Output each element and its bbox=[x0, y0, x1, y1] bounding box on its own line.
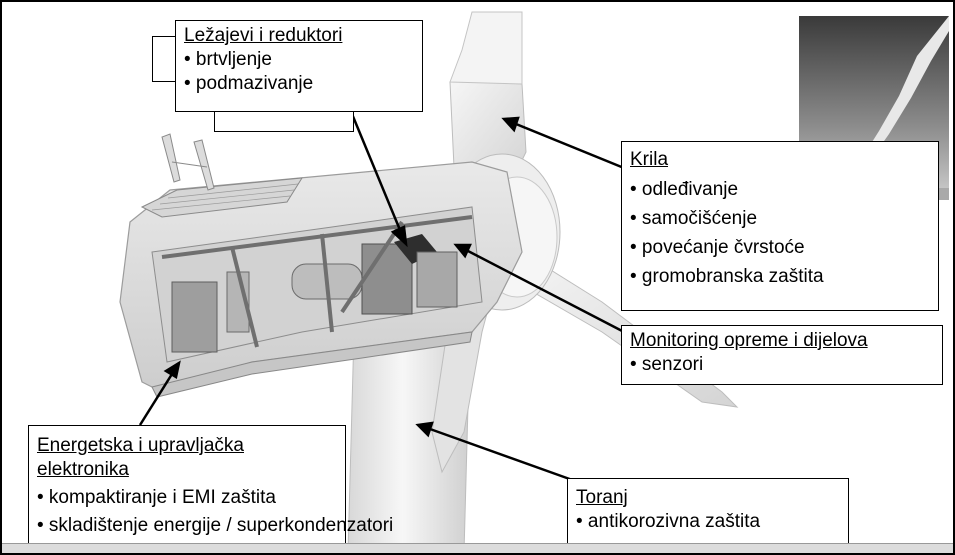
bottom-strip bbox=[2, 543, 953, 555]
callout-blades-item: • odleđivanje bbox=[630, 175, 930, 204]
callout-bearings-item: • brtvljenje bbox=[184, 48, 414, 72]
callout-bearings-title: Ležajevi i reduktori bbox=[184, 24, 414, 48]
callout-monitoring-item: • senzori bbox=[630, 353, 934, 377]
callout-electronics-title-line1: Energetska i upravljačka bbox=[37, 434, 337, 458]
callout-electronics-item: • skladištenje energije / superkondenzat… bbox=[37, 512, 337, 540]
callout-blades-item: • povećanje čvrstoće bbox=[630, 233, 930, 262]
callout-monitoring-title: Monitoring opreme i dijelova bbox=[630, 329, 934, 353]
callout-bearings-item: • podmazivanje bbox=[184, 72, 414, 96]
callout-tower-title: Toranj bbox=[576, 486, 840, 510]
callout-bearings-gears: Ležajevi i reduktori • brtvljenje • podm… bbox=[175, 20, 423, 112]
callout-electronics-title-line2: elektronika bbox=[37, 458, 337, 482]
callout-electronics-item: • kompaktiranje i EMI zaštita bbox=[37, 484, 337, 512]
callout-tower: Toranj • antikorozivna zaštita bbox=[567, 478, 849, 546]
callout-blades-title: Krila bbox=[630, 148, 930, 172]
callout-tower-item: • antikorozivna zaštita bbox=[576, 510, 840, 534]
callout-electronics: Energetska i upravljačka elektronika • k… bbox=[28, 425, 346, 549]
callout-monitoring: Monitoring opreme i dijelova • senzori bbox=[621, 325, 943, 385]
callout-blades-item: • samočišćenje bbox=[630, 204, 930, 233]
callout-blades: Krila • odleđivanje • samočišćenje • pov… bbox=[621, 141, 939, 311]
callout-blades-item: • gromobranska zaštita bbox=[630, 262, 930, 291]
